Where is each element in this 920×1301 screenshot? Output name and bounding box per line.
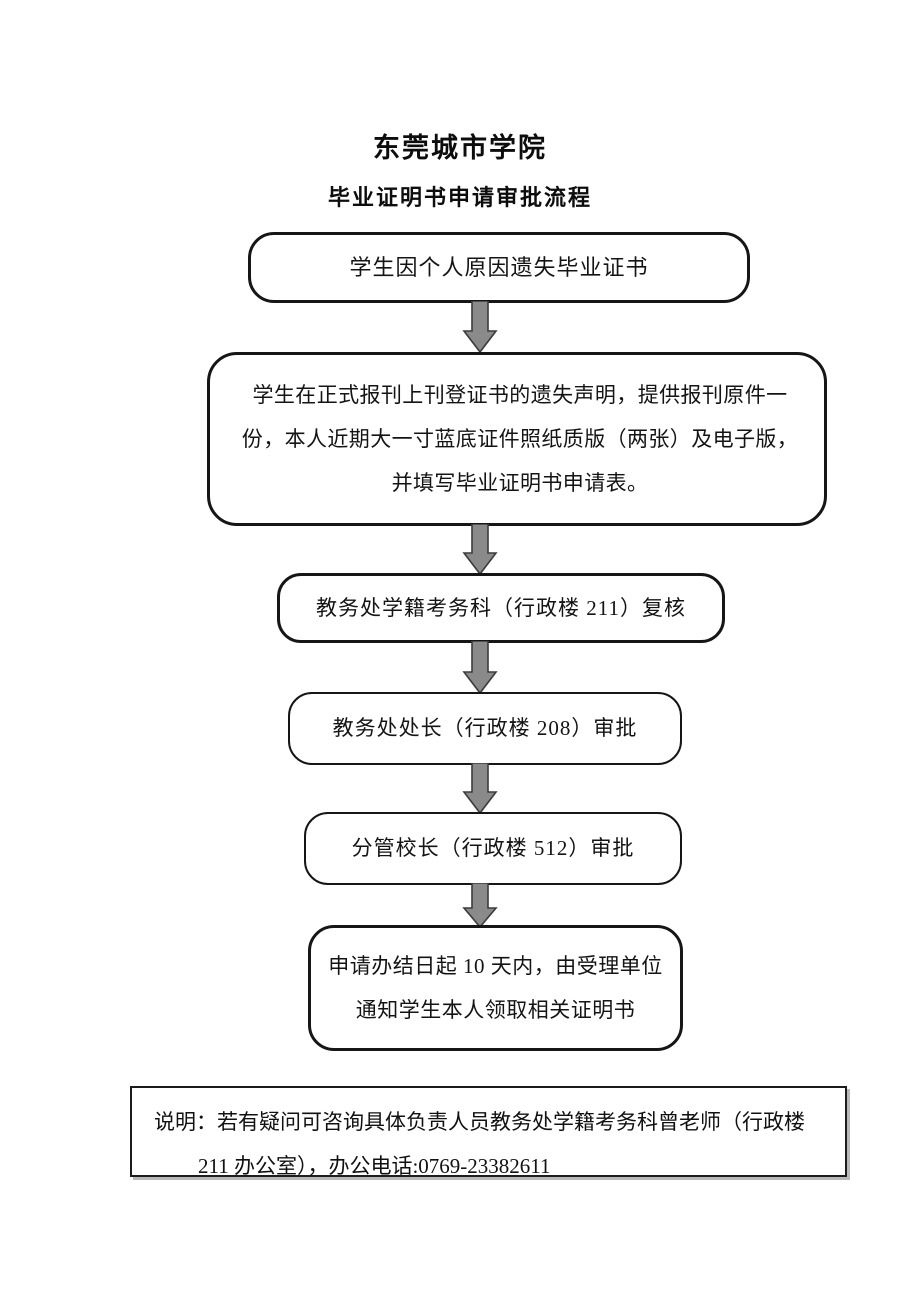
flow-step-2: 学生在正式报刊上刊登证书的遗失声明，提供报刊原件一 份，本人近期大一寸蓝底证件照… xyxy=(207,352,827,526)
flow-step-2-label: 学生在正式报刊上刊登证书的遗失声明，提供报刊原件一 份，本人近期大一寸蓝底证件照… xyxy=(232,373,808,505)
flow-step-3-label: 教务处学籍考务科（行政楼 211）复核 xyxy=(316,595,686,620)
flow-step-6: 申请办结日起 10 天内，由受理单位 通知学生本人领取相关证明书 xyxy=(308,925,683,1051)
flow-arrow-3 xyxy=(460,641,500,695)
flow-arrow-4 xyxy=(460,763,500,815)
flow-step-3: 教务处学籍考务科（行政楼 211）复核 xyxy=(277,573,725,643)
flow-step-2-line-2: 份，本人近期大一寸蓝底证件照纸质版（两张）及电子版， xyxy=(241,427,799,451)
flow-arrow-2 xyxy=(460,524,500,576)
flow-arrow-1 xyxy=(460,301,500,354)
flow-step-4-label: 教务处处长（行政楼 208）审批 xyxy=(332,716,638,740)
flow-step-2-line-1: 学生在正式报刊上刊登证书的遗失声明，提供报刊原件一 xyxy=(252,383,788,407)
note-line-2: 211 办公室），办公电话:0769-23382611 xyxy=(198,1154,551,1178)
flow-step-5: 分管校长（行政楼 512）审批 xyxy=(304,812,682,885)
flow-step-6-line-2: 通知学生本人领取相关证明书 xyxy=(355,998,636,1022)
flow-arrow-5 xyxy=(460,883,500,929)
flow-step-6-line-1: 申请办结日起 10 天内，由受理单位 xyxy=(328,954,663,978)
note-line-1: 说明：若有疑问可咨询具体负责人员教务处学籍考务科曾老师（行政楼 xyxy=(154,1110,805,1134)
flow-step-5-label: 分管校长（行政楼 512）审批 xyxy=(351,836,635,860)
document-title: 东莞城市学院 xyxy=(373,133,547,163)
document-subtitle: 毕业证明书申请审批流程 xyxy=(327,185,592,210)
flow-step-2-line-3: 并填写毕业证明书申请表。 xyxy=(391,471,649,495)
note-text: 说明：若有疑问可咨询具体负责人员教务处学籍考务科曾老师（行政楼 211 办公室）… xyxy=(132,1088,845,1188)
flow-step-4: 教务处处长（行政楼 208）审批 xyxy=(288,692,682,765)
flow-step-1-label: 学生因个人原因遗失毕业证书 xyxy=(349,254,649,280)
note-box: 说明：若有疑问可咨询具体负责人员教务处学籍考务科曾老师（行政楼 211 办公室）… xyxy=(130,1086,847,1178)
flow-step-1: 学生因个人原因遗失毕业证书 xyxy=(248,232,750,303)
